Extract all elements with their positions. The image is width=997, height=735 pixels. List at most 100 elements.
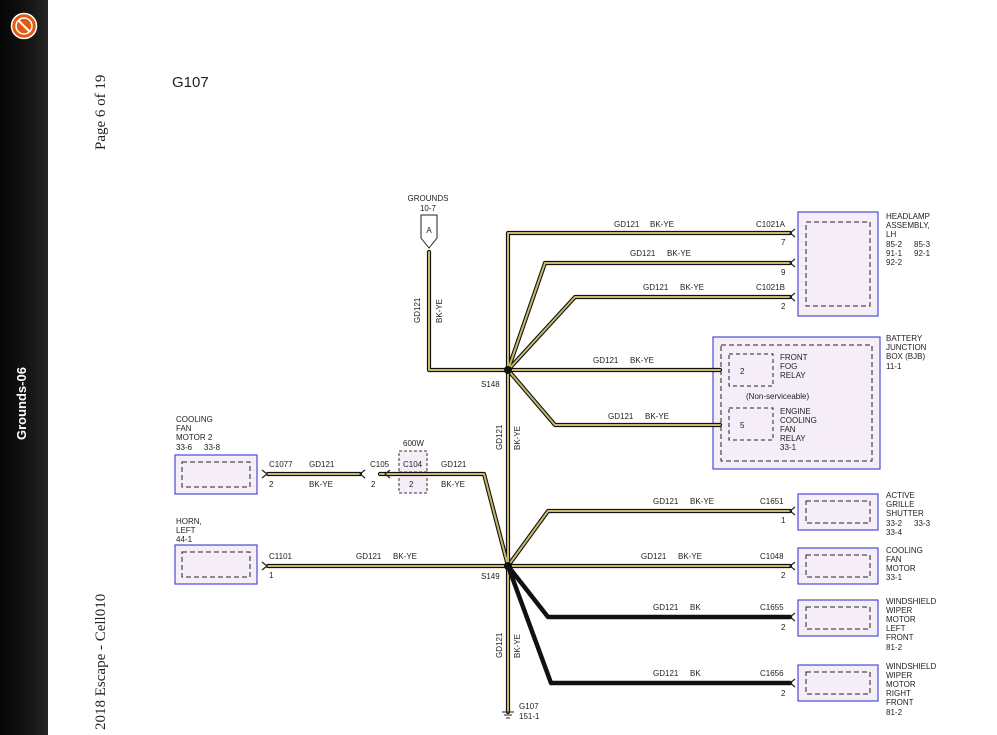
cooling-fan-ref: 33-1: [886, 573, 903, 582]
headlamp-ref: 85-3: [914, 240, 931, 249]
trunk-circuit: GD121: [495, 424, 504, 450]
battery-junction-box: [712, 336, 881, 470]
wiper-motor-left-box: [797, 599, 879, 637]
ground-point-ref: 151-1: [519, 712, 540, 721]
headlamp-name-line: ASSEMBLY,: [886, 221, 930, 230]
wiper-left-name-line: MOTOR: [886, 615, 916, 624]
fan2-mid-pin: 2: [409, 480, 414, 489]
fog-relay-line: FOG: [780, 362, 797, 371]
arrow-icon: [789, 258, 796, 268]
cooling-fan-connector: C1048: [760, 552, 784, 561]
shutter-ref: 33-4: [886, 528, 903, 537]
grounds-color: BK-YE: [435, 299, 444, 323]
wires: [265, 230, 793, 715]
cooling-fan-motor-box: [797, 547, 879, 585]
horn-pin: 1: [269, 571, 274, 580]
headlamp-ref: 92-2: [886, 258, 903, 267]
horn-connector: C1101: [269, 552, 293, 561]
fan2-mid-connector: C104: [403, 460, 423, 469]
grounds-ref: 10-7: [420, 204, 437, 213]
fan2-wire2-circuit: GD121: [441, 460, 467, 469]
fan-relay-line: ENGINE: [780, 407, 811, 416]
splice-s148: S148: [481, 380, 500, 389]
wiper-left-name-line: WIPER: [886, 606, 912, 615]
fan-relay-line: 33-1: [780, 443, 797, 452]
fan2-pin: 2: [269, 480, 274, 489]
wiper-right-name-line: FRONT: [886, 698, 914, 707]
shutter-color: BK-YE: [690, 497, 714, 506]
wiper-right-name-line: RIGHT: [886, 689, 911, 698]
splice-s148-dot: [504, 366, 512, 374]
shutter-name-line: ACTIVE: [886, 491, 915, 500]
wiper-right-color: BK: [690, 669, 701, 678]
active-grille-shutter-box: [797, 493, 879, 531]
shutter-ref: 33-2: [886, 519, 903, 528]
grounds-connector-icon: [420, 214, 438, 249]
fan-relay-line: FAN: [780, 425, 796, 434]
headlamp-name-line: LH: [886, 230, 896, 239]
shutter-ref: 33-3: [914, 519, 931, 528]
headlamp-wire1-color: BK-YE: [650, 220, 674, 229]
fan2-ref: 33-6: [176, 443, 193, 452]
arrow-icon: [789, 292, 796, 302]
horn-name-line: LEFT: [176, 526, 196, 535]
headlamp-wire3-color: BK-YE: [680, 283, 704, 292]
headlamp-wire3-connector: C1021B: [756, 283, 785, 292]
fan2-wire2-color: BK-YE: [441, 480, 465, 489]
fan2-name-line: FAN: [176, 424, 192, 433]
fan2-ref: 33-8: [204, 443, 221, 452]
lower-trunk-color: BK-YE: [513, 634, 522, 658]
bjb-note: (Non-serviceable): [746, 392, 809, 401]
splice-s149: S149: [481, 572, 500, 581]
wiper-left-pin: 2: [781, 623, 786, 632]
headlamp-wire3-circuit: GD121: [643, 283, 669, 292]
horn-name-line: HORN,: [176, 517, 202, 526]
arrow-icon: [789, 506, 796, 516]
lower-trunk-circuit: GD121: [495, 632, 504, 658]
headlamp-assembly-box: [797, 211, 879, 317]
horn-left-box: [174, 544, 258, 585]
arrow-icon: [789, 678, 796, 688]
horn-color: BK-YE: [393, 552, 417, 561]
wiper-left-name-line: WINDSHIELD: [886, 597, 936, 606]
arrow-icon: [789, 612, 796, 622]
wiper-right-circuit: GD121: [653, 669, 679, 678]
headlamp-ref: 92-1: [914, 249, 931, 258]
wire-wiper-left: [505, 563, 793, 620]
headlamp-ref: 91-1: [886, 249, 903, 258]
bjb-wire1-circuit: GD121: [593, 356, 619, 365]
headlamp-ref: 85-2: [886, 240, 903, 249]
grounds-circuit: GD121: [413, 297, 422, 323]
arrow-icon: [359, 469, 366, 479]
fan2-connector: C1077: [269, 460, 293, 469]
cooling-fan-pin: 2: [781, 571, 786, 580]
horn-ref: 44-1: [176, 535, 193, 544]
cooling-fan-name-line: MOTOR: [886, 564, 916, 573]
wiper-right-ref: 81-2: [886, 708, 903, 717]
bjb-wire1-color: BK-YE: [630, 356, 654, 365]
wiper-left-color: BK: [690, 603, 701, 612]
cooling-fan-color: BK-YE: [678, 552, 702, 561]
ground-point-name: G107: [519, 702, 539, 711]
ford-badge-icon: [10, 12, 38, 40]
fan2-inline-connector: C105: [370, 460, 390, 469]
cooling-fan-name-line: FAN: [886, 555, 902, 564]
wiper-left-ref: 81-2: [886, 643, 903, 652]
bjb-name-line: BATTERY: [886, 334, 923, 343]
headlamp-wire1-pin: 7: [781, 238, 786, 247]
fog-relay-pin: 2: [740, 367, 745, 376]
pin-arrows: [261, 228, 796, 688]
wiper-right-name-line: WIPER: [886, 671, 912, 680]
wiper-right-pin: 2: [781, 689, 786, 698]
wiper-left-circuit: GD121: [653, 603, 679, 612]
horn-circuit: GD121: [356, 552, 382, 561]
fan2-color: BK-YE: [309, 480, 333, 489]
wiper-left-connector: C1655: [760, 603, 784, 612]
arrow-icon: [384, 469, 391, 479]
wiper-right-name-line: WINDSHIELD: [886, 662, 936, 671]
wiper-right-connector: C1656: [760, 669, 784, 678]
arrow-icon: [789, 228, 796, 238]
fan2-name-line: MOTOR 2: [176, 433, 213, 442]
fog-relay-line: FRONT: [780, 353, 808, 362]
